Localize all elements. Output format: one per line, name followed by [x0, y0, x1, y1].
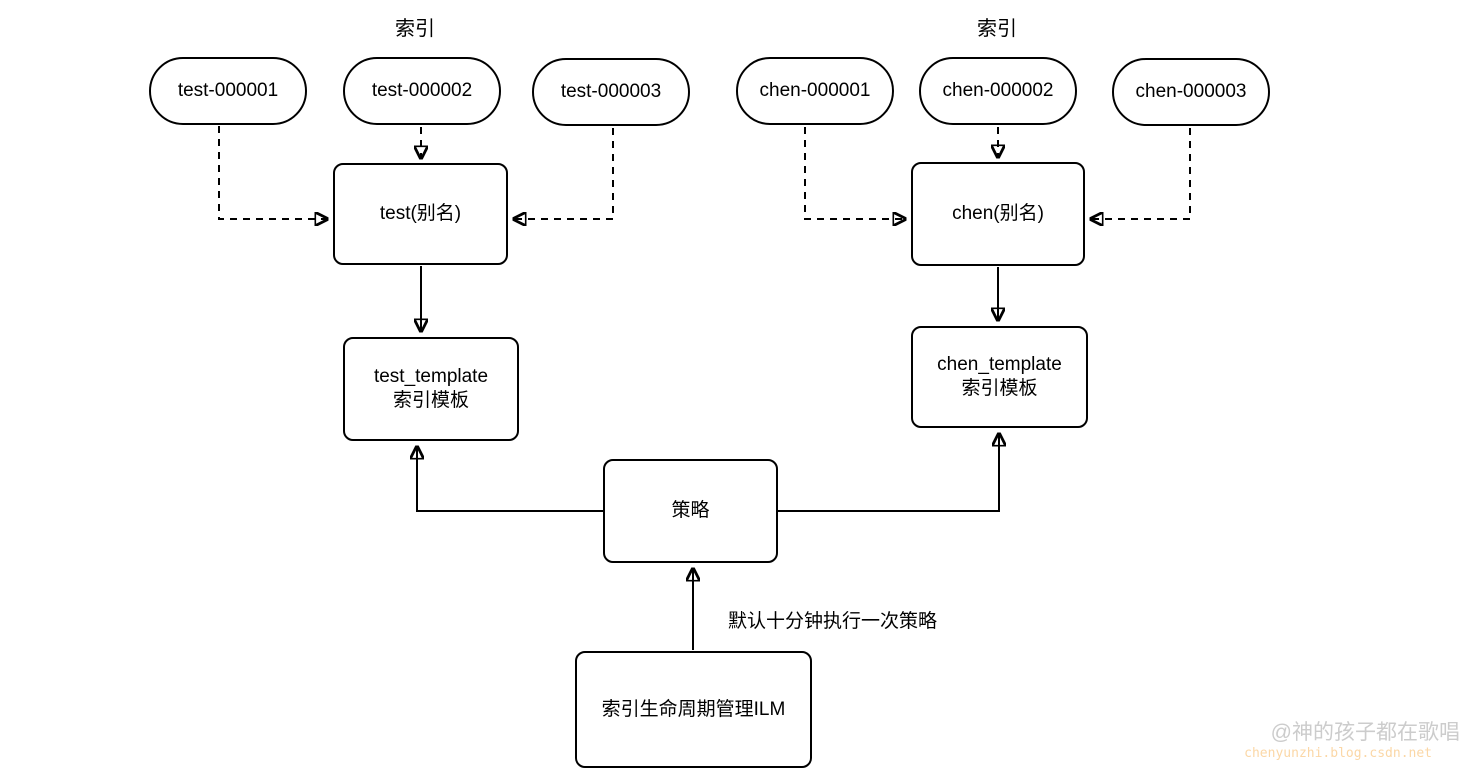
index-node-chen-000003: chen-000003 [1112, 58, 1270, 126]
index-node-chen-000001: chen-000001 [736, 57, 894, 125]
edge-chen3-to-chenalias [1090, 128, 1191, 219]
alias-node-chen: chen(别名) [911, 162, 1085, 266]
index-node-label: chen-000003 [1135, 81, 1247, 103]
group-label-right: 索引 [977, 18, 1017, 40]
ilm-node-label: 索引生命周期管理ILM [601, 698, 786, 720]
policy-node: 策略 [603, 459, 778, 563]
edge-test1-to-testalias [218, 126, 328, 219]
ilm-policy-edge-label: 默认十分钟执行一次策略 [728, 611, 938, 632]
alias-node-label: chen(别名) [952, 203, 1044, 225]
ilm-node: 索引生命周期管理ILM [575, 651, 812, 768]
index-node-label: chen-000001 [759, 80, 871, 102]
watermark-site-url: chenyunzhi.blog.csdn.net [1244, 746, 1432, 761]
template-node-name: chen_template [937, 354, 1062, 376]
index-node-label: chen-000002 [942, 80, 1054, 102]
index-node-chen-000002: chen-000002 [919, 57, 1077, 125]
group-label-left: 索引 [395, 18, 435, 40]
template-node-chen: chen_template 索引模板 [911, 326, 1088, 428]
edge-test3-to-testalias [513, 128, 614, 219]
edge-chen1-to-chenalias [804, 127, 906, 219]
template-node-subtitle: 索引模板 [961, 378, 1038, 399]
edge-policy-to-testtemplate [417, 446, 603, 512]
index-node-label: test-000003 [560, 81, 662, 103]
template-node-subtitle: 索引模板 [392, 390, 469, 411]
index-node-test-000002: test-000002 [343, 57, 501, 125]
template-node-name: test_template [373, 366, 489, 388]
index-node-test-000003: test-000003 [532, 58, 690, 126]
index-node-label: test-000002 [371, 80, 473, 102]
index-node-label: test-000001 [177, 80, 279, 102]
policy-node-label: 策略 [671, 500, 710, 522]
edge-policy-to-chentemplate [778, 433, 999, 512]
index-node-test-000001: test-000001 [149, 57, 307, 125]
alias-node-test: test(别名) [333, 163, 508, 265]
alias-node-label: test(别名) [379, 203, 462, 225]
template-node-test: test_template 索引模板 [343, 337, 519, 441]
watermark: @神的孩子都在歌唱 chenyunzhi.blog.csdn.net [1244, 716, 1460, 761]
watermark-author: @神的孩子都在歌唱 [1270, 721, 1460, 744]
